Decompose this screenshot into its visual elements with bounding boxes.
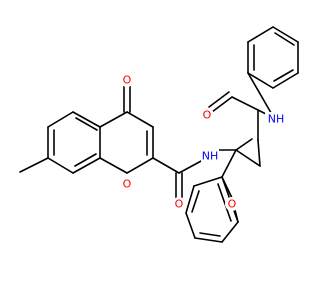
bond bbox=[126, 157, 154, 174]
bond bbox=[272, 26, 299, 43]
atom-nh-amide-left: NH bbox=[201, 149, 219, 163]
atom-label-nh: NH bbox=[202, 150, 219, 163]
bond-double-inner bbox=[191, 190, 200, 213]
bond bbox=[72, 157, 101, 174]
bond bbox=[185, 212, 196, 239]
bond bbox=[193, 176, 223, 187]
bond bbox=[99, 157, 128, 174]
molecule-canvas: O O O NH O NH bbox=[19, 26, 299, 243]
bond bbox=[72, 111, 101, 128]
bond bbox=[194, 237, 223, 243]
bond-carbonyl bbox=[208, 91, 230, 108]
bond bbox=[247, 26, 274, 43]
bond bbox=[221, 221, 239, 243]
bond bbox=[235, 149, 261, 167]
bond bbox=[178, 159, 204, 174]
bond-double-inner bbox=[274, 32, 295, 46]
bond bbox=[99, 111, 128, 128]
atom-label-o: O bbox=[123, 178, 132, 191]
atom-label-o: O bbox=[175, 198, 184, 211]
bond bbox=[126, 111, 154, 128]
bond bbox=[152, 157, 180, 174]
bond-carbonyl bbox=[211, 96, 233, 113]
bond bbox=[47, 157, 74, 174]
bond bbox=[247, 72, 274, 89]
bond-double bbox=[257, 139, 261, 167]
atom-label-o: O bbox=[228, 198, 237, 211]
atom-o-carbonyl-chromone: O bbox=[120, 73, 134, 87]
bond-methyl bbox=[19, 157, 49, 173]
bond-double-inner bbox=[199, 232, 221, 237]
bond bbox=[221, 149, 237, 178]
atom-label-layer: O O O NH O NH bbox=[120, 73, 287, 211]
bond bbox=[185, 185, 195, 214]
atom-label-o: O bbox=[123, 74, 132, 87]
bond bbox=[272, 72, 299, 89]
bond-double-inner bbox=[75, 117, 98, 131]
bond-double-inner bbox=[235, 138, 253, 151]
atom-label-o: O bbox=[203, 109, 212, 122]
atom-o-furan: O bbox=[225, 197, 239, 211]
atom-o-amide-right: O bbox=[200, 108, 214, 122]
bond bbox=[247, 72, 275, 119]
bond bbox=[231, 96, 259, 111]
bond-double-inner bbox=[273, 69, 294, 82]
structure-diagram: O O O NH O NH bbox=[19, 26, 299, 243]
bond-double-inner bbox=[217, 183, 232, 222]
bond bbox=[47, 111, 74, 128]
atom-label-nh: NH bbox=[268, 113, 285, 126]
atom-o-amide-left: O bbox=[172, 197, 186, 211]
atom-nh-amide-right: NH bbox=[265, 112, 287, 126]
atom-o-ring-chromone: O bbox=[120, 177, 134, 191]
bond-double-inner bbox=[74, 153, 97, 167]
bond-layer bbox=[19, 26, 299, 243]
